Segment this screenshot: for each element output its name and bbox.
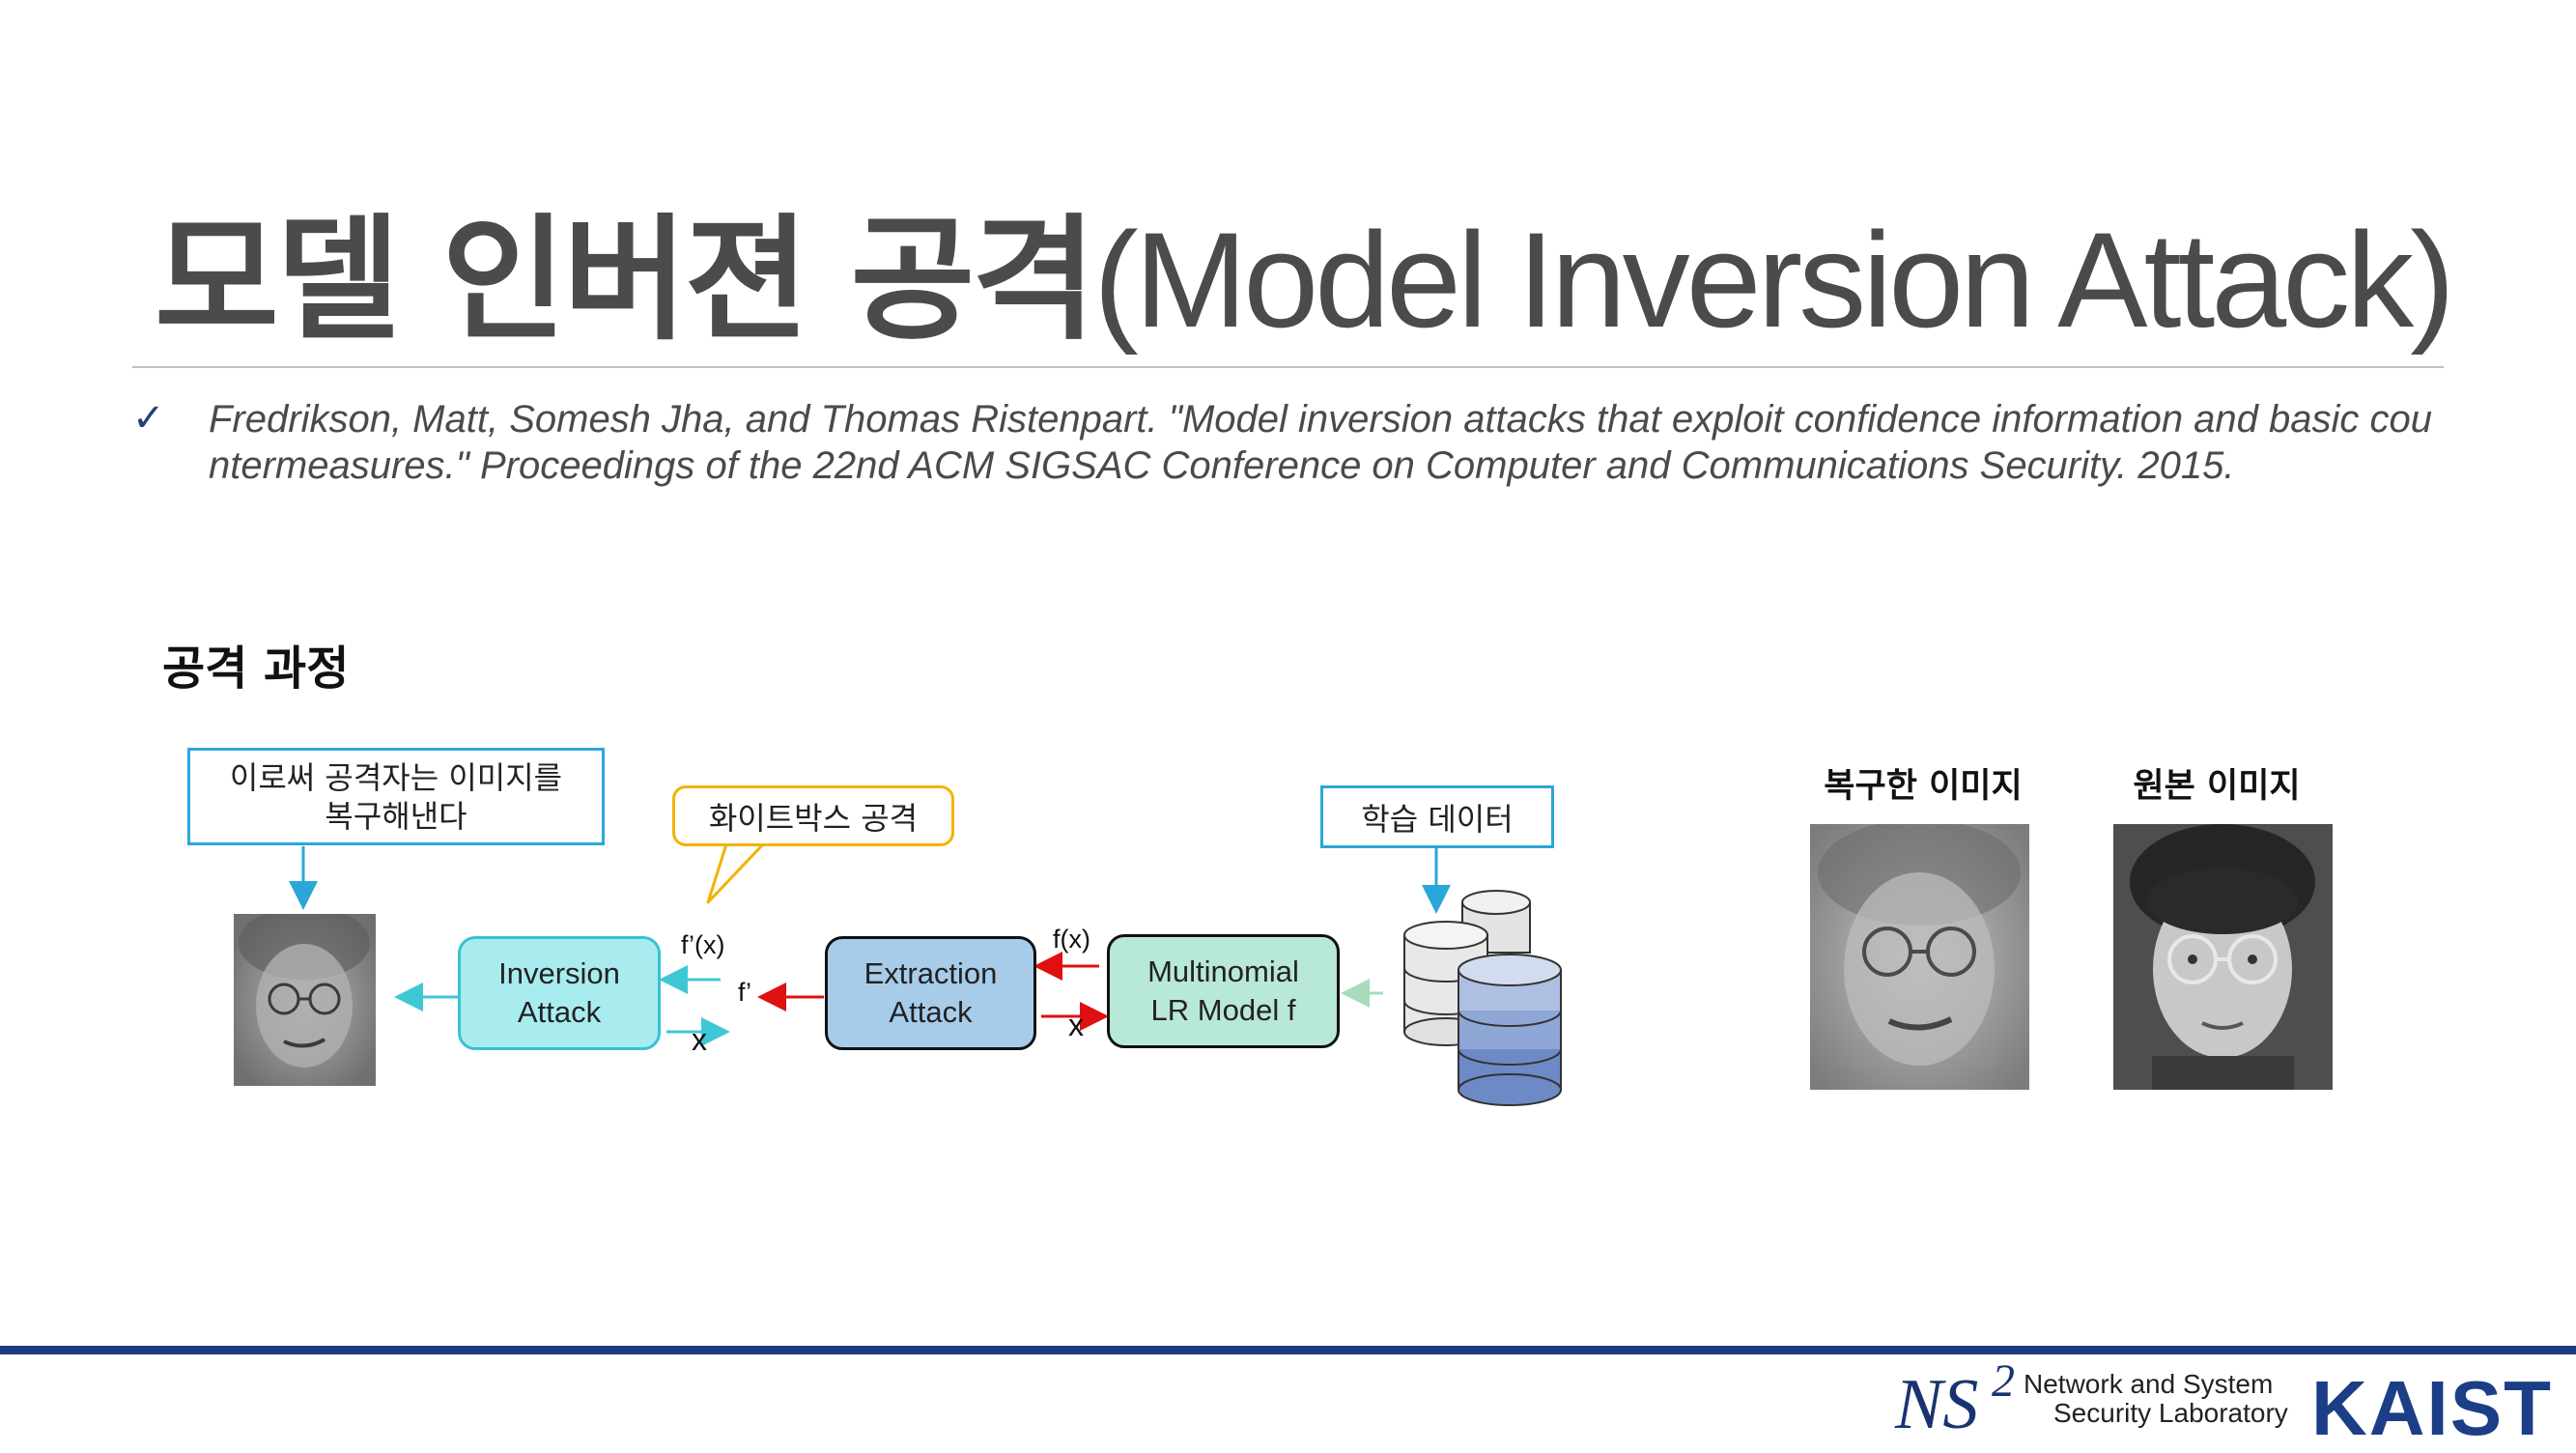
whitebox-callout-tail <box>706 842 765 904</box>
callout-whitebox: 화이트박스 공격 <box>672 785 954 846</box>
lab-name-line2: Security Laboratory <box>2053 1398 2288 1428</box>
checkmark-icon: ✓ <box>132 396 165 441</box>
callout-recover: 이로써 공격자는 이미지를 복구해낸다 <box>187 748 605 845</box>
label-x-left: x <box>692 1022 707 1057</box>
recovered-image-caption: 복구한 이미지 <box>1824 767 2023 806</box>
slide-title: 모델 인버젼 공격(Model Inversion Attack) <box>155 198 2455 362</box>
title-divider <box>132 366 2444 368</box>
label-fx: f(x) <box>1053 925 1090 954</box>
model-line2: LR Model f <box>1150 993 1296 1027</box>
callout-training-data: 학습 데이터 <box>1320 785 1554 848</box>
title-korean: 모델 인버젼 공격 <box>155 202 1096 359</box>
original-image-caption: 원본 이미지 <box>2133 767 2301 806</box>
recovered-face-small <box>234 914 376 1086</box>
citation-text: Fredrikson, Matt, Somesh Jha, and Thomas… <box>209 398 2433 487</box>
extraction-line2: Attack <box>889 995 973 1029</box>
inversion-line2: Attack <box>517 995 602 1029</box>
inversion-line1: Inversion <box>498 956 620 990</box>
callout-whitebox-label: 화이트박스 공격 <box>708 799 919 837</box>
title-english: (Model Inversion Attack) <box>1093 204 2455 356</box>
extraction-line1: Extraction <box>863 956 998 990</box>
callout-recover-line2: 복구해낸다 <box>325 797 467 835</box>
original-image <box>2113 824 2333 1090</box>
callout-recover-line1: 이로써 공격자는 이미지를 <box>229 758 563 796</box>
ns2-logo-superscript: 2 <box>1992 1355 2015 1407</box>
model-line1: Multinomial <box>1147 954 1299 988</box>
kaist-logo: KAIST <box>2311 1365 2553 1451</box>
recovered-image <box>1810 824 2029 1090</box>
ns2-logo: NS <box>1895 1365 1979 1444</box>
label-fprime-x: f’(x) <box>681 930 725 959</box>
footer-rule <box>0 1346 2576 1354</box>
lab-name-line1: Network and System <box>2024 1369 2274 1399</box>
lr-model-box: Multinomial LR Model f <box>1107 934 1340 1048</box>
database-icon <box>1403 890 1562 1106</box>
inversion-attack-box: Inversion Attack <box>458 936 661 1050</box>
callout-training-label: 학습 데이터 <box>1361 800 1514 838</box>
label-fprime: f’ <box>738 978 751 1007</box>
label-x-right: x <box>1068 1008 1084 1042</box>
section-heading: 공격 과정 <box>162 641 350 696</box>
extraction-attack-box: Extraction Attack <box>825 936 1036 1050</box>
